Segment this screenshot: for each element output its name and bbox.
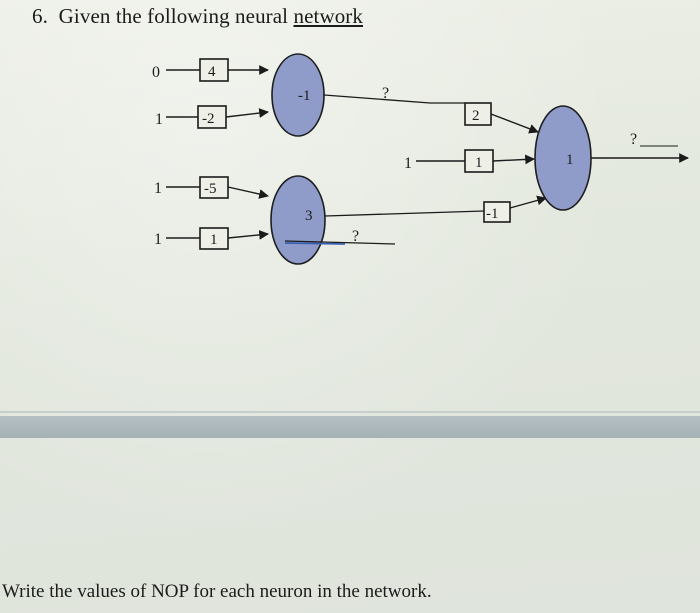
neuron-1-threshold: -1 — [298, 88, 311, 104]
input-2-value: 1 — [155, 111, 163, 128]
neuron-2-output: ? — [352, 228, 359, 245]
input-2-arrow — [225, 108, 269, 118]
output-bias: 1 1 — [404, 149, 535, 173]
neuron-3-output: ? — [630, 131, 637, 148]
question-number: 6. — [32, 4, 48, 28]
instruction-text: Write the values of NOP for each neuron … — [2, 581, 432, 602]
input-3-arrow — [227, 186, 269, 199]
neuron-2-highlight-line — [284, 242, 346, 245]
input-4-weight-box — [199, 227, 229, 250]
input-3-weight: -5 — [204, 181, 217, 197]
input-4-arrow — [227, 230, 269, 240]
input-4-weight: 1 — [210, 232, 218, 248]
output-weight-n1-value: 2 — [472, 108, 480, 124]
neuron-3-body — [534, 105, 592, 211]
input-4: 1 1 — [154, 227, 269, 250]
input-4-value: 1 — [154, 231, 162, 248]
output-weight-n1-arrow — [490, 113, 539, 134]
input-1: 0 4 — [152, 58, 269, 82]
output-weight-n2-value: -1 — [486, 206, 499, 222]
neuron-2: 3 ? — [270, 175, 485, 265]
input-3-value: 1 — [154, 180, 162, 197]
divider-band — [0, 416, 700, 438]
output-bias-value: 1 — [404, 155, 412, 172]
divider-line — [0, 411, 700, 413]
neuron-3-threshold: 1 — [566, 152, 574, 168]
input-3: 1 -5 — [154, 176, 269, 199]
output-weight-n2-box — [483, 201, 511, 223]
input-1-weight: 4 — [208, 64, 216, 80]
neuron-2-output-line — [324, 210, 485, 217]
output-weight-n2: -1 — [483, 195, 547, 223]
input-2-weight: -2 — [202, 111, 215, 127]
question-title: 6. Given the following neural network — [32, 4, 363, 29]
input-1-value: 0 — [152, 64, 160, 81]
question-text-underlined: network — [293, 4, 363, 28]
neuron-1-output-line — [323, 94, 431, 104]
output-weight-n1: 2 — [464, 102, 539, 134]
neuron-2-body — [270, 175, 326, 265]
neuron-3: 1 ? — [534, 105, 689, 211]
neuron-2-threshold: 3 — [305, 208, 313, 224]
question-text: Given the following neural — [58, 4, 289, 28]
input-2: 1 -2 — [155, 105, 269, 129]
neuron-1: -1 ? — [271, 53, 465, 137]
output-weight-n2-arrow — [509, 195, 547, 209]
neuron-1-output: ? — [382, 85, 389, 102]
neuron-2-output-answer-line — [284, 240, 396, 245]
neural-network-diagram: 0 4 1 -2 -1 ? 1 -5 1 1 3 — [152, 53, 689, 265]
output-bias-weight: 1 — [475, 155, 483, 171]
output-bias-arrow — [492, 154, 535, 165]
